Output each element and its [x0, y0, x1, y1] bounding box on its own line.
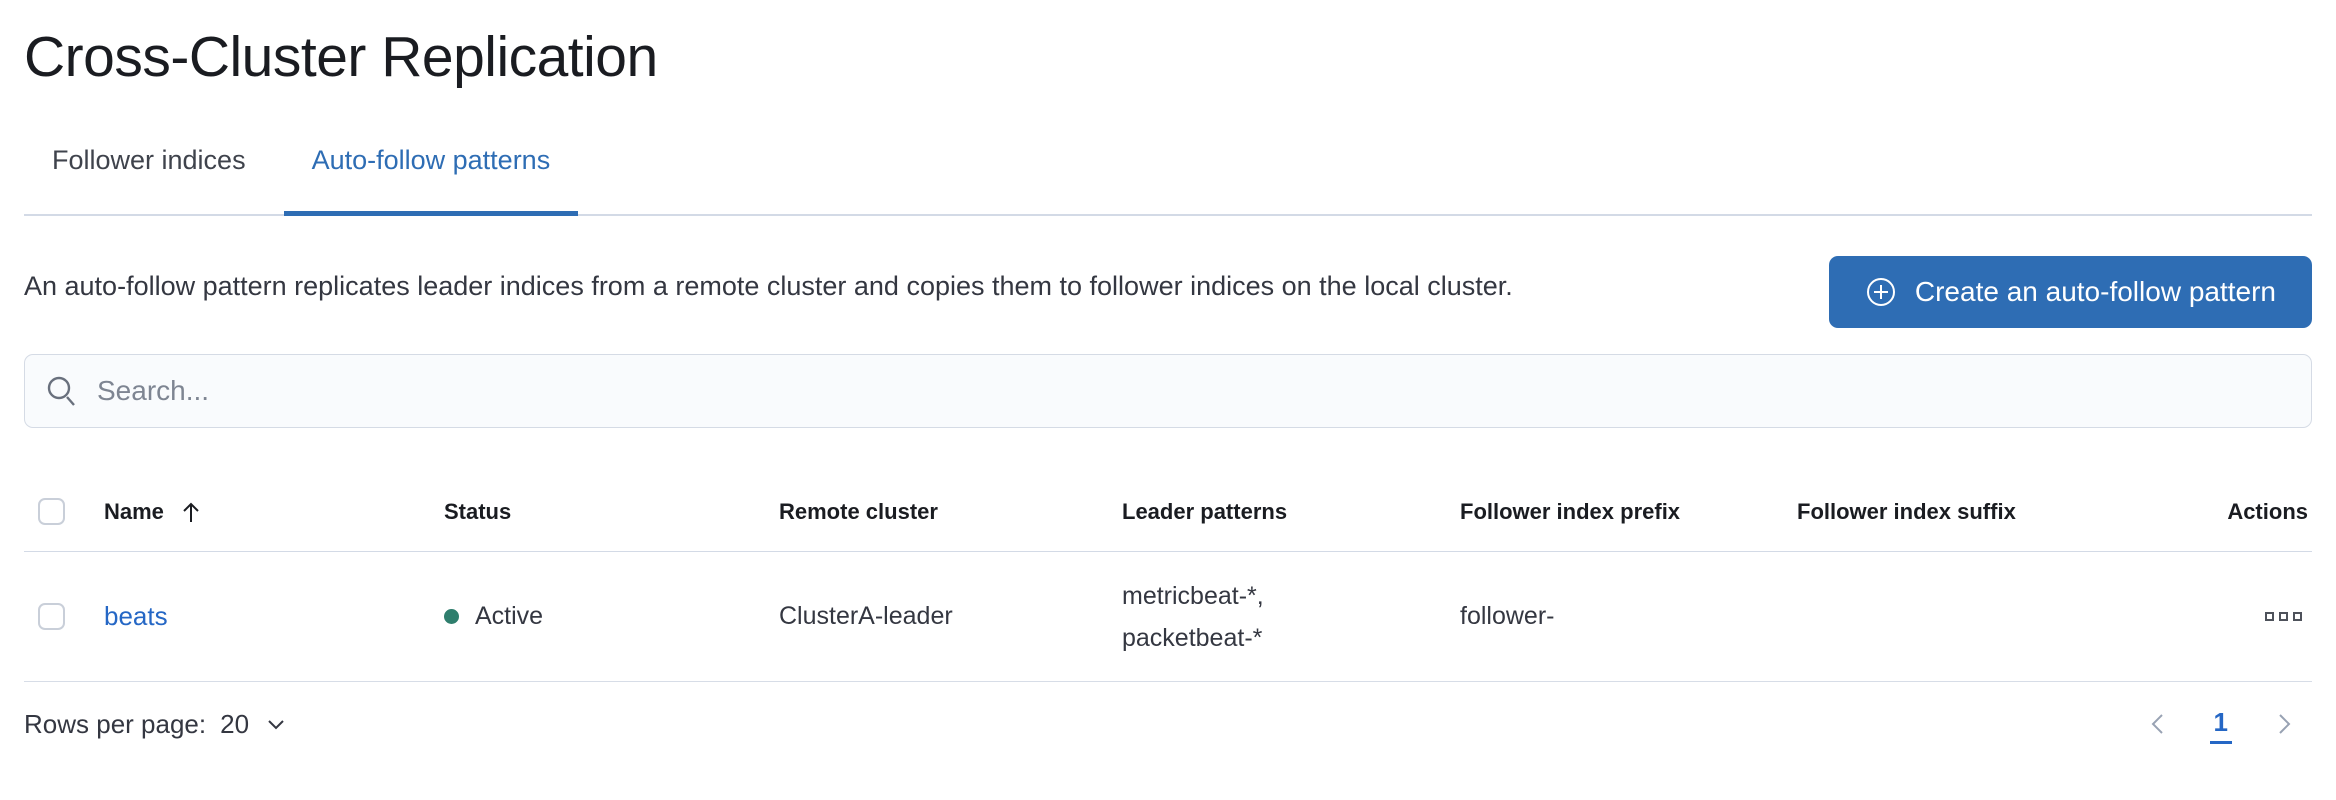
table-footer: Rows per page: 20 1	[24, 682, 2312, 766]
header-cell-name[interactable]: Name	[104, 499, 444, 525]
boxes-horizontal-icon	[2279, 612, 2288, 621]
pattern-name-link[interactable]: beats	[104, 601, 168, 631]
row-actions-button[interactable]	[2259, 606, 2308, 627]
row-cell-follower-index-prefix: follower-	[1460, 602, 1797, 631]
row-cell-leader-patterns: metricbeat-*, packetbeat-*	[1122, 575, 1460, 659]
tab-follower-indices[interactable]: Follower indices	[24, 140, 274, 214]
column-label-leader-patterns: Leader patterns	[1122, 498, 1288, 524]
header-cell-checkbox	[24, 498, 104, 525]
plus-in-circle-icon	[1865, 276, 1897, 308]
header-cell-follower-index-prefix: Follower index prefix	[1460, 499, 1797, 525]
table-header-row: Name Status Remote cluster Leader patter…	[24, 452, 2312, 552]
column-label-remote-cluster: Remote cluster	[779, 498, 938, 524]
chevron-right-icon	[2270, 710, 2298, 738]
row-checkbox[interactable]	[38, 603, 65, 630]
boxes-horizontal-icon	[2293, 612, 2302, 621]
column-label-name: Name	[104, 498, 164, 524]
create-auto-follow-pattern-button[interactable]: Create an auto-follow pattern	[1828, 256, 2312, 328]
cross-cluster-replication-page: Cross-Cluster Replication Follower indic…	[0, 24, 2336, 800]
row-cell-remote-cluster: ClusterA-leader	[779, 602, 1122, 631]
chevron-down-icon	[263, 711, 289, 737]
table-row: beats Active ClusterA-leader metricbeat-…	[24, 552, 2312, 682]
column-label-status: Status	[444, 498, 512, 524]
search-icon	[45, 374, 79, 408]
chevron-left-icon	[2144, 710, 2172, 738]
header-cell-leader-patterns: Leader patterns	[1122, 491, 1460, 533]
header-cell-remote-cluster: Remote cluster	[779, 499, 1122, 525]
status-active-dot-icon	[444, 609, 459, 624]
search-input[interactable]	[97, 355, 2291, 427]
row-cell-checkbox	[24, 603, 104, 630]
column-label-follower-index-prefix: Follower index prefix	[1460, 498, 1681, 524]
boxes-horizontal-icon	[2265, 612, 2274, 621]
search-bar	[24, 354, 2312, 428]
page-title: Cross-Cluster Replication	[24, 25, 658, 89]
sort-ascending-arrow-icon	[178, 499, 204, 525]
select-all-checkbox[interactable]	[38, 498, 65, 525]
rows-per-page-value: 20	[220, 708, 250, 739]
tab-auto-follow-patterns[interactable]: Auto-follow patterns	[283, 140, 579, 216]
header-cell-actions: Actions	[2117, 499, 2312, 525]
row-cell-status: Active	[444, 602, 779, 631]
page-number-1[interactable]: 1	[2209, 705, 2232, 744]
auto-follow-description: An auto-follow pattern replicates leader…	[24, 271, 1513, 301]
column-label-follower-index-suffix: Follower index suffix	[1797, 498, 2016, 524]
row-cell-name: beats	[104, 601, 444, 632]
rows-per-page-label: Rows per page:	[24, 708, 207, 739]
previous-page-button[interactable]	[2136, 702, 2180, 746]
create-button-label: Create an auto-follow pattern	[1914, 276, 2276, 307]
pagination: 1	[2136, 702, 2312, 746]
rows-per-page-button[interactable]: Rows per page: 20	[24, 709, 289, 740]
leader-pattern-line: metricbeat-*,	[1122, 581, 1264, 610]
section-header: An auto-follow pattern replicates leader…	[24, 256, 2312, 328]
row-cell-actions	[2117, 606, 2312, 627]
tab-bar: Follower indices Auto-follow patterns	[24, 140, 2312, 216]
leader-pattern-line: packetbeat-*	[1122, 623, 1263, 652]
follower-index-prefix-value: follower-	[1460, 602, 1555, 630]
column-label-actions: Actions	[2227, 498, 2308, 524]
header-cell-status: Status	[444, 499, 779, 525]
remote-cluster-value: ClusterA-leader	[779, 602, 953, 630]
status-label: Active	[475, 602, 544, 630]
header-cell-follower-index-suffix: Follower index suffix	[1797, 499, 2117, 525]
next-page-button[interactable]	[2262, 702, 2306, 746]
